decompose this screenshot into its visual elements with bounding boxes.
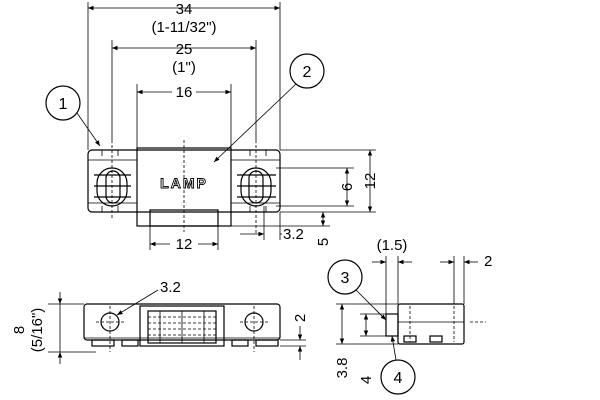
dim-6-text: 6 [339, 183, 356, 191]
dim-12-bottom-text: 12 [176, 236, 193, 253]
front-view-magnet [139, 305, 225, 347]
dim-8-text: 8 [11, 326, 28, 334]
callout-4: 4 [380, 335, 416, 395]
dim-3p2-hole-leader [116, 289, 159, 316]
dim-3p8-text: 3.8 [334, 358, 351, 379]
dim-8-inch-text: (5/16") [29, 308, 46, 353]
front-view [83, 303, 281, 352]
dim-3p2-hole-text: 3.2 [160, 279, 181, 296]
dim-2-right-text: 2 [484, 253, 492, 270]
dim-2-side-text: 2 [292, 314, 309, 322]
callout-1: 1 [45, 85, 101, 147]
dim-12-right-text: 12 [362, 173, 379, 190]
side-view [385, 303, 486, 345]
front-view-dimensions: 8 (5/16") 2 3.2 [11, 279, 309, 364]
lamp-logo-text: LAMP [160, 175, 208, 191]
callout-3: 3 [327, 259, 387, 321]
callout-2-text: 2 [303, 64, 312, 81]
callout-1-text: 1 [59, 96, 68, 113]
dim-34-text: 34 [176, 1, 193, 18]
callout-4-text: 4 [394, 370, 403, 387]
callout-2: 2 [213, 53, 325, 163]
dim-25-text: 25 [176, 41, 193, 58]
dim-5-text: 5 [315, 238, 332, 246]
dim-25-inch-text: (1") [172, 59, 196, 76]
top-view-dimensions: 34 (1-11/32") 25 (1") 16 12 3.2 12 6 5 [88, 1, 379, 253]
dim-1p5-text: (1.5) [377, 237, 408, 254]
callout-3-text: 3 [341, 270, 350, 287]
top-view: LAMP [87, 140, 281, 234]
dim-34-inch-text: (1-11/32") [151, 19, 216, 36]
dim-4-text: 4 [358, 376, 375, 384]
dim-16-text: 16 [176, 84, 193, 101]
top-view-extension-lines [87, 2, 376, 250]
side-view-dimensions: (1.5) 2 3.8 4 [334, 237, 492, 384]
dim-3p2-right-text: 3.2 [283, 226, 304, 243]
